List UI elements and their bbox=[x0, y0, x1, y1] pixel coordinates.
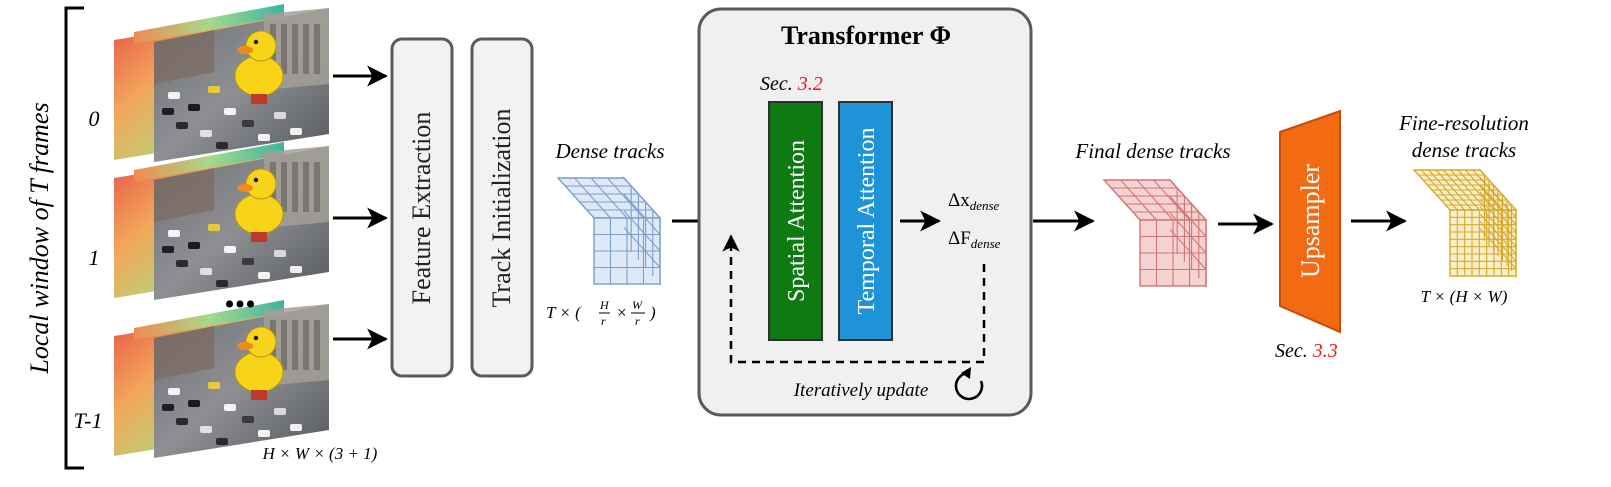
fine-tracks-dims: T × (H × W) bbox=[1421, 287, 1508, 306]
window-bracket bbox=[64, 6, 84, 470]
svg-text:×: × bbox=[617, 303, 627, 322]
final-tracks-cube bbox=[1102, 178, 1208, 288]
frames-ellipsis: ••• bbox=[224, 288, 256, 321]
delta-x-dense: Δxdense bbox=[948, 190, 1000, 213]
svg-text:): ) bbox=[649, 303, 656, 322]
fine-tracks-title-line2: dense tracks bbox=[1412, 138, 1516, 162]
delta-f-dense: ΔFdense bbox=[948, 228, 1001, 251]
fine-tracks-title-line1: Fine-resolution bbox=[1398, 111, 1529, 135]
dense-tracks-cube bbox=[556, 176, 662, 286]
dense-tracks-title: Dense tracks bbox=[554, 139, 664, 163]
input-dims: H × W × (3 + 1) bbox=[262, 444, 378, 463]
upsampler-label: Upsampler bbox=[1296, 164, 1325, 278]
upsampler-block bbox=[1279, 109, 1341, 334]
svg-text:r: r bbox=[601, 314, 606, 328]
frame-label-1: 1 bbox=[89, 245, 100, 270]
refresh-icon bbox=[954, 367, 984, 401]
feature-extraction-box bbox=[390, 37, 454, 378]
input-frames bbox=[114, 4, 329, 458]
temporal-attention-label: Temporal Attention bbox=[854, 128, 880, 315]
transformer-title: Transformer Φ bbox=[781, 21, 951, 50]
frame-label-0: 0 bbox=[89, 106, 100, 131]
spatial-attention-block bbox=[768, 101, 823, 341]
dense-tracks-dims: T × ( H r × W r ) bbox=[546, 298, 656, 328]
feature-extraction-label: Feature Extraction bbox=[407, 112, 436, 305]
spatial-attention-label: Spatial Attention bbox=[784, 140, 810, 302]
iterative-feedback-loop bbox=[722, 234, 986, 364]
track-initialization-label: Track Initialization bbox=[487, 108, 516, 307]
svg-text:r: r bbox=[635, 314, 640, 328]
frame-label-last: T-1 bbox=[74, 408, 103, 433]
svg-text:T × (: T × ( bbox=[546, 303, 582, 322]
svg-text:W: W bbox=[632, 298, 643, 312]
upsampler-sec-ref: Sec. 3.3 bbox=[1275, 340, 1338, 362]
svg-text:H: H bbox=[599, 298, 610, 312]
fine-tracks-cube bbox=[1412, 168, 1518, 278]
temporal-attention-block bbox=[838, 101, 893, 341]
final-tracks-title: Final dense tracks bbox=[1074, 139, 1230, 163]
transformer-sec-ref: Sec. 3.2 bbox=[760, 73, 823, 95]
track-initialization-box bbox=[470, 37, 534, 378]
iterative-update-label: Iteratively update bbox=[793, 380, 929, 401]
window-label: Local window of T frames bbox=[25, 102, 54, 374]
